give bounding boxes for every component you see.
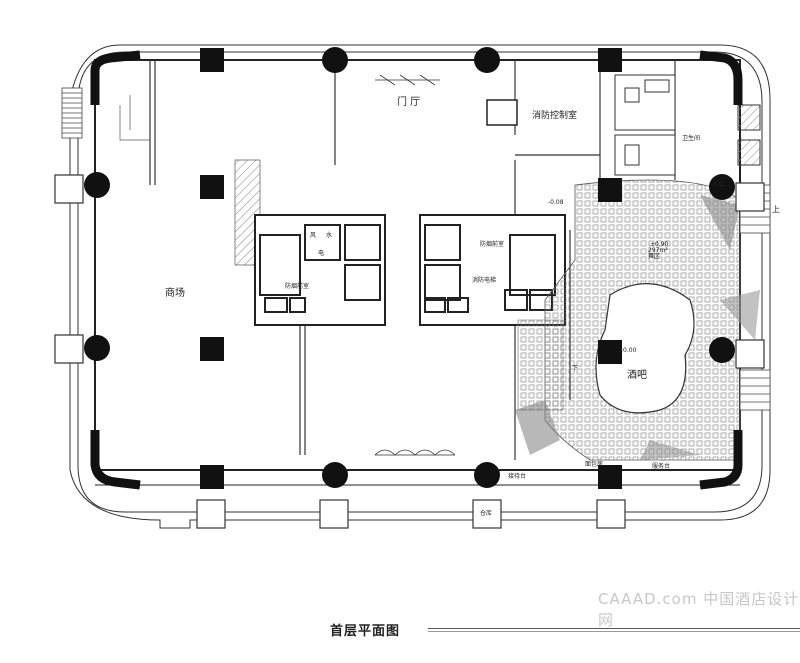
elevation-mark-1: ±0.00 — [618, 347, 637, 354]
entrance-doors — [374, 74, 456, 456]
bar-area — [515, 179, 760, 461]
fire-elevator-label: 消防电梯 — [472, 276, 496, 284]
round-columns — [84, 47, 735, 488]
fire-stair-right-label: 防烟前室 — [480, 240, 504, 248]
corner-walls — [90, 50, 743, 490]
pipe-wind-label: 风 — [310, 232, 316, 239]
entrance-label: 入口 — [712, 181, 724, 188]
lobby-label: 门 厅 — [397, 95, 420, 108]
core-left — [254, 214, 386, 326]
pastry-label: 面包房 — [585, 460, 603, 468]
elevation-mark-3: -0.08 — [548, 199, 564, 206]
fire-stair-left-label: 防烟前室 — [285, 282, 309, 290]
cafe-seating — [517, 319, 564, 411]
page-title: 首层平面图 — [330, 624, 401, 639]
bar-label: 酒吧 — [627, 369, 647, 381]
dance-label: 舞区 — [648, 252, 660, 260]
watermark: CAAAD.com 中国酒店设计网 — [598, 590, 800, 629]
planters — [54, 174, 765, 529]
down-label: 下 — [572, 365, 578, 372]
area-label: 297m² — [648, 247, 668, 254]
pipe-water-label: 水 — [326, 231, 332, 239]
elevation-mark-2: ±0.90 — [650, 241, 669, 248]
core-right — [419, 214, 566, 326]
outer-terrace — [69, 44, 771, 529]
fire-control-room — [486, 99, 518, 126]
fire-control-label: 消防控制室 — [532, 109, 577, 121]
left-stair — [61, 87, 83, 139]
square-columns — [200, 48, 622, 489]
wc-label: 卫生间 — [682, 134, 700, 142]
reception-label: 接待台 — [508, 472, 526, 480]
wc-area — [614, 74, 761, 176]
up-label: 上 — [772, 205, 780, 214]
mall-label: 商场 — [165, 286, 185, 299]
title-rule — [428, 628, 800, 632]
pipe-elec-label: 电 — [318, 249, 324, 257]
storage-label: 仓库 — [480, 509, 492, 517]
service-label: 服务台 — [652, 462, 670, 470]
